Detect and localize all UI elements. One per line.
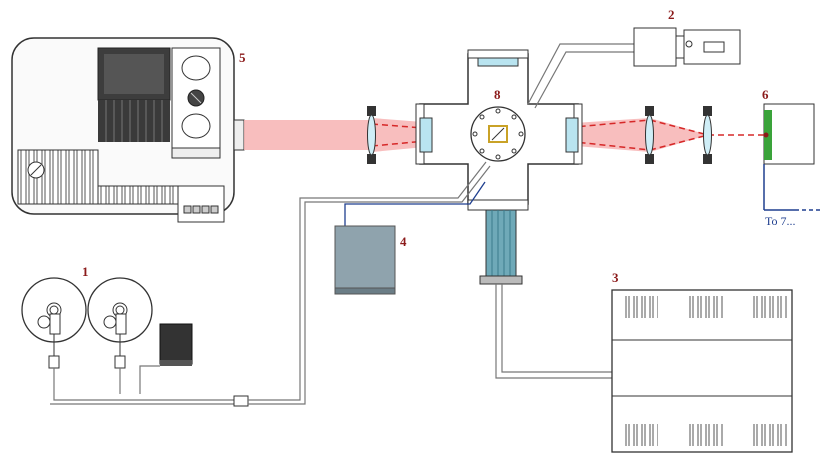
laser-fan-grid	[98, 100, 170, 142]
label-chamber: 8	[494, 87, 501, 102]
camera-unit	[527, 27, 741, 109]
detector-note: To 7...	[765, 214, 796, 228]
label-pump-controller: 3	[612, 270, 619, 285]
vacuum-chamber	[415, 49, 583, 211]
pump-controller	[611, 289, 793, 453]
label-camera: 2	[668, 7, 675, 22]
lens-2	[645, 106, 654, 164]
gas-cylinders	[21, 277, 193, 369]
lens-1	[367, 106, 376, 164]
gas-lines	[50, 161, 491, 407]
label-cylinders: 1	[82, 264, 89, 279]
label-detector: 6	[762, 87, 769, 102]
turbo-pump	[479, 209, 612, 379]
controller-box	[334, 181, 486, 295]
label-controller: 4	[400, 234, 407, 249]
detector-unit	[763, 103, 822, 211]
lens-3	[703, 106, 712, 164]
laser-unit	[11, 37, 245, 223]
label-laser: 5	[239, 50, 246, 65]
